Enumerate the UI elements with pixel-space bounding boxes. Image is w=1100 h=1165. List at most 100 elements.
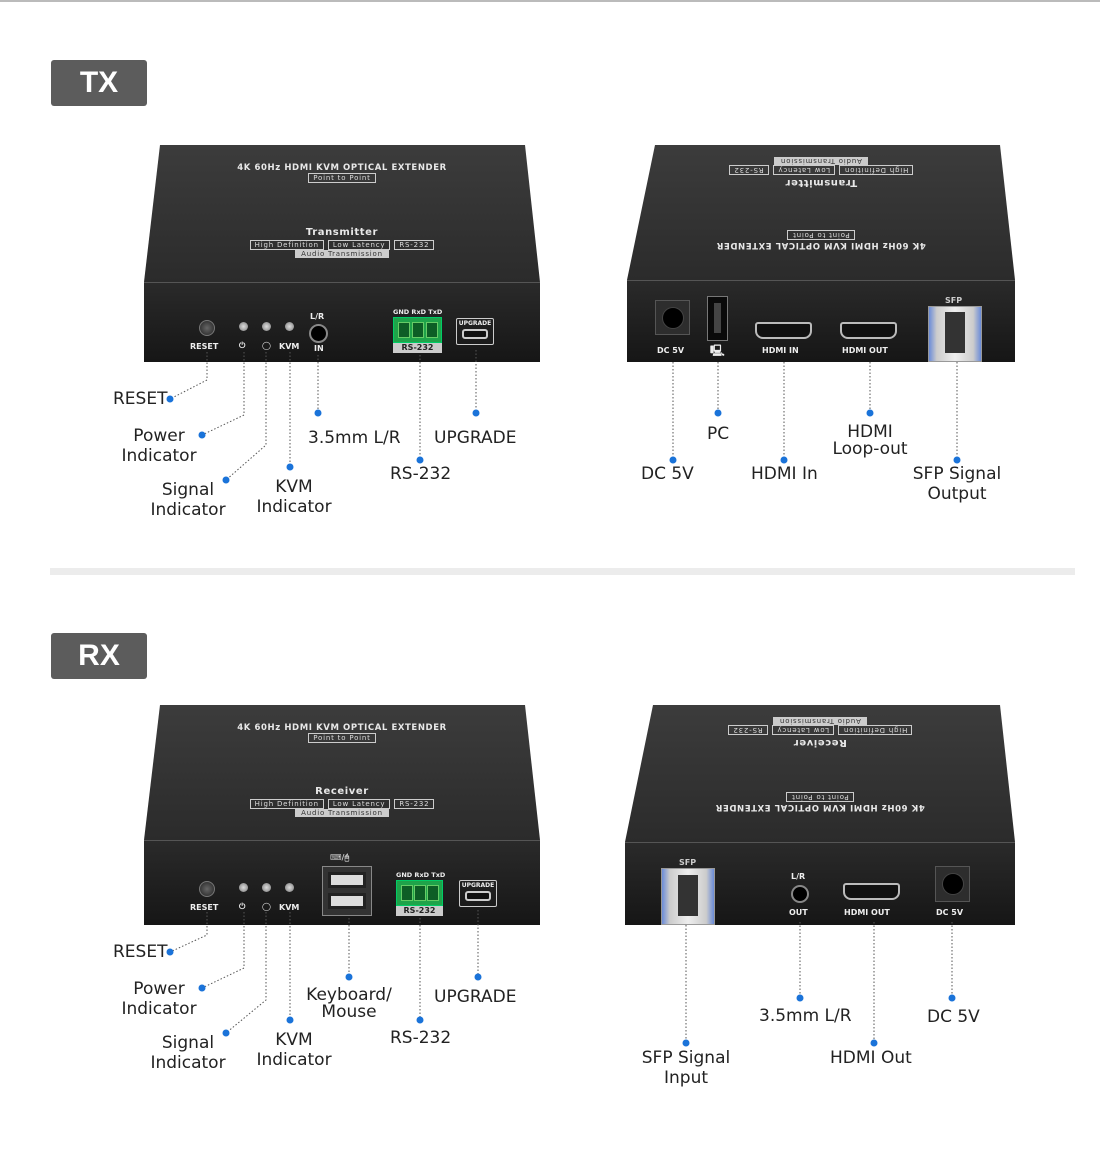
device-title: 4K 60Hz HDMI KVM OPTICAL EXTENDER <box>237 163 447 173</box>
subtitle: Point to Point <box>308 173 376 183</box>
usb-port[interactable] <box>328 893 366 909</box>
rs232-text: RS-232 <box>396 906 443 916</box>
label-reset: RESET <box>113 389 168 409</box>
upgrade-port[interactable]: UPGRADE <box>456 318 494 345</box>
hdmi-out-port[interactable] <box>840 322 897 339</box>
reset-button[interactable] <box>199 320 215 336</box>
pc-icon: 🖳 <box>710 344 725 357</box>
signal-icon: ◯ <box>262 341 271 350</box>
tx-badge: TX <box>51 60 147 106</box>
tag: High Definition <box>249 240 324 250</box>
callout-dot <box>286 463 294 471</box>
callout-dot <box>416 456 424 464</box>
audio-tag: Audio Transmission <box>295 250 389 258</box>
usb-port[interactable] <box>328 872 366 888</box>
callout-dot <box>166 395 174 403</box>
hdmi-out-text: HDMI OUT <box>844 908 890 917</box>
rs232-terminal[interactable] <box>393 317 442 343</box>
sfp-port[interactable] <box>928 306 982 362</box>
label-line: Loop-out <box>832 439 908 459</box>
sfp-text: SFP <box>945 296 963 305</box>
label-reset: RESET <box>113 942 168 962</box>
callout-dot <box>682 1039 690 1047</box>
label-line: Output <box>927 484 987 504</box>
label-line: Indicator <box>150 500 226 520</box>
label-line: KVM <box>275 1030 313 1050</box>
label-line: Indicator <box>256 1050 332 1070</box>
model-name: Receiver <box>315 786 369 797</box>
hdmi-in-port[interactable] <box>755 322 812 339</box>
hdmi-out-text: HDMI OUT <box>842 346 888 355</box>
section-divider <box>50 568 1075 575</box>
subtitle: Point to Point <box>308 733 376 743</box>
label-hdmi-in: HDMI In <box>751 464 818 484</box>
callout-dot <box>222 1029 230 1037</box>
callout-dot <box>286 1016 294 1024</box>
out-text: OUT <box>789 908 808 917</box>
label-line: SFP Signal <box>641 1048 731 1068</box>
label-line: SFP Signal <box>912 464 1002 484</box>
reset-button[interactable] <box>199 881 215 897</box>
label-keyboard-mouse: Keyboard/Mouse <box>297 987 401 1021</box>
label-line: Indicator <box>121 446 197 466</box>
audio-out-jack[interactable] <box>791 885 809 903</box>
label-upgrade: UPGRADE <box>434 428 517 448</box>
dc-text: DC 5V <box>657 346 685 355</box>
callout-dot <box>948 994 956 1002</box>
pc-usb-port[interactable] <box>707 296 728 341</box>
sfp-text: SFP <box>679 858 697 867</box>
callout-dot <box>796 994 804 1002</box>
callout-dot <box>953 456 961 464</box>
rs232-terminal[interactable] <box>396 880 443 906</box>
lr-text: L/R <box>310 312 325 321</box>
callout-dot <box>416 1016 424 1024</box>
dc-jack[interactable] <box>655 300 690 335</box>
callout-dot <box>198 984 206 992</box>
device-title: 4K 60Hz HDMI KVM OPTICAL EXTENDER <box>237 723 447 733</box>
kvm-text: KVM <box>279 342 300 351</box>
tx-back-view: 4K 60Hz HDMI KVM OPTICAL EXTENDER Point … <box>627 145 1015 362</box>
upgrade-text: UPGRADE <box>458 320 492 327</box>
upgrade-port[interactable]: UPGRADE <box>459 880 497 907</box>
label-line: Indicator <box>150 1053 226 1073</box>
top-face <box>144 145 540 282</box>
label-pc: PC <box>707 424 730 444</box>
rx-back-view: 4K 60Hz HDMI KVM OPTICAL EXTENDER Point … <box>625 705 1015 925</box>
label-upgrade: UPGRADE <box>434 987 517 1007</box>
reset-text: RESET <box>190 903 219 912</box>
pins-text: GND RxD TxD <box>396 871 446 879</box>
power-led <box>239 322 248 331</box>
in-text: IN <box>314 344 324 353</box>
rx-front-view: 4K 60Hz HDMI KVM OPTICAL EXTENDER Point … <box>144 705 540 925</box>
label-hdmi-out: HDMI Out <box>830 1048 912 1068</box>
label-rs232: RS-232 <box>390 464 452 484</box>
dc-jack[interactable] <box>935 866 970 902</box>
label-line: Signal <box>161 480 215 500</box>
top-face <box>144 705 540 840</box>
audio-in-jack[interactable] <box>309 324 328 343</box>
tx-front-view: 4K 60Hz HDMI KVM OPTICAL EXTENDER Point … <box>144 145 540 362</box>
label-line: HDMI <box>847 422 893 442</box>
label-line: Power <box>133 979 185 999</box>
top-face <box>625 705 1015 842</box>
label-line: KVM <box>275 477 313 497</box>
signal-icon: ◯ <box>262 902 271 911</box>
sfp-port[interactable] <box>661 868 715 925</box>
keyboard-mouse-icon: ⌨/🖰 <box>330 853 350 862</box>
hdmi-out-port[interactable] <box>843 883 900 900</box>
callout-dot <box>714 409 722 417</box>
power-icon: ⏻ <box>239 341 246 350</box>
kvm-led <box>285 322 294 331</box>
tag: Low Latency <box>327 240 391 250</box>
power-led <box>239 883 248 892</box>
top-border <box>0 0 1100 2</box>
model-name: Transmitter <box>305 227 379 238</box>
audio-tag: Audio Transmission <box>295 809 389 817</box>
